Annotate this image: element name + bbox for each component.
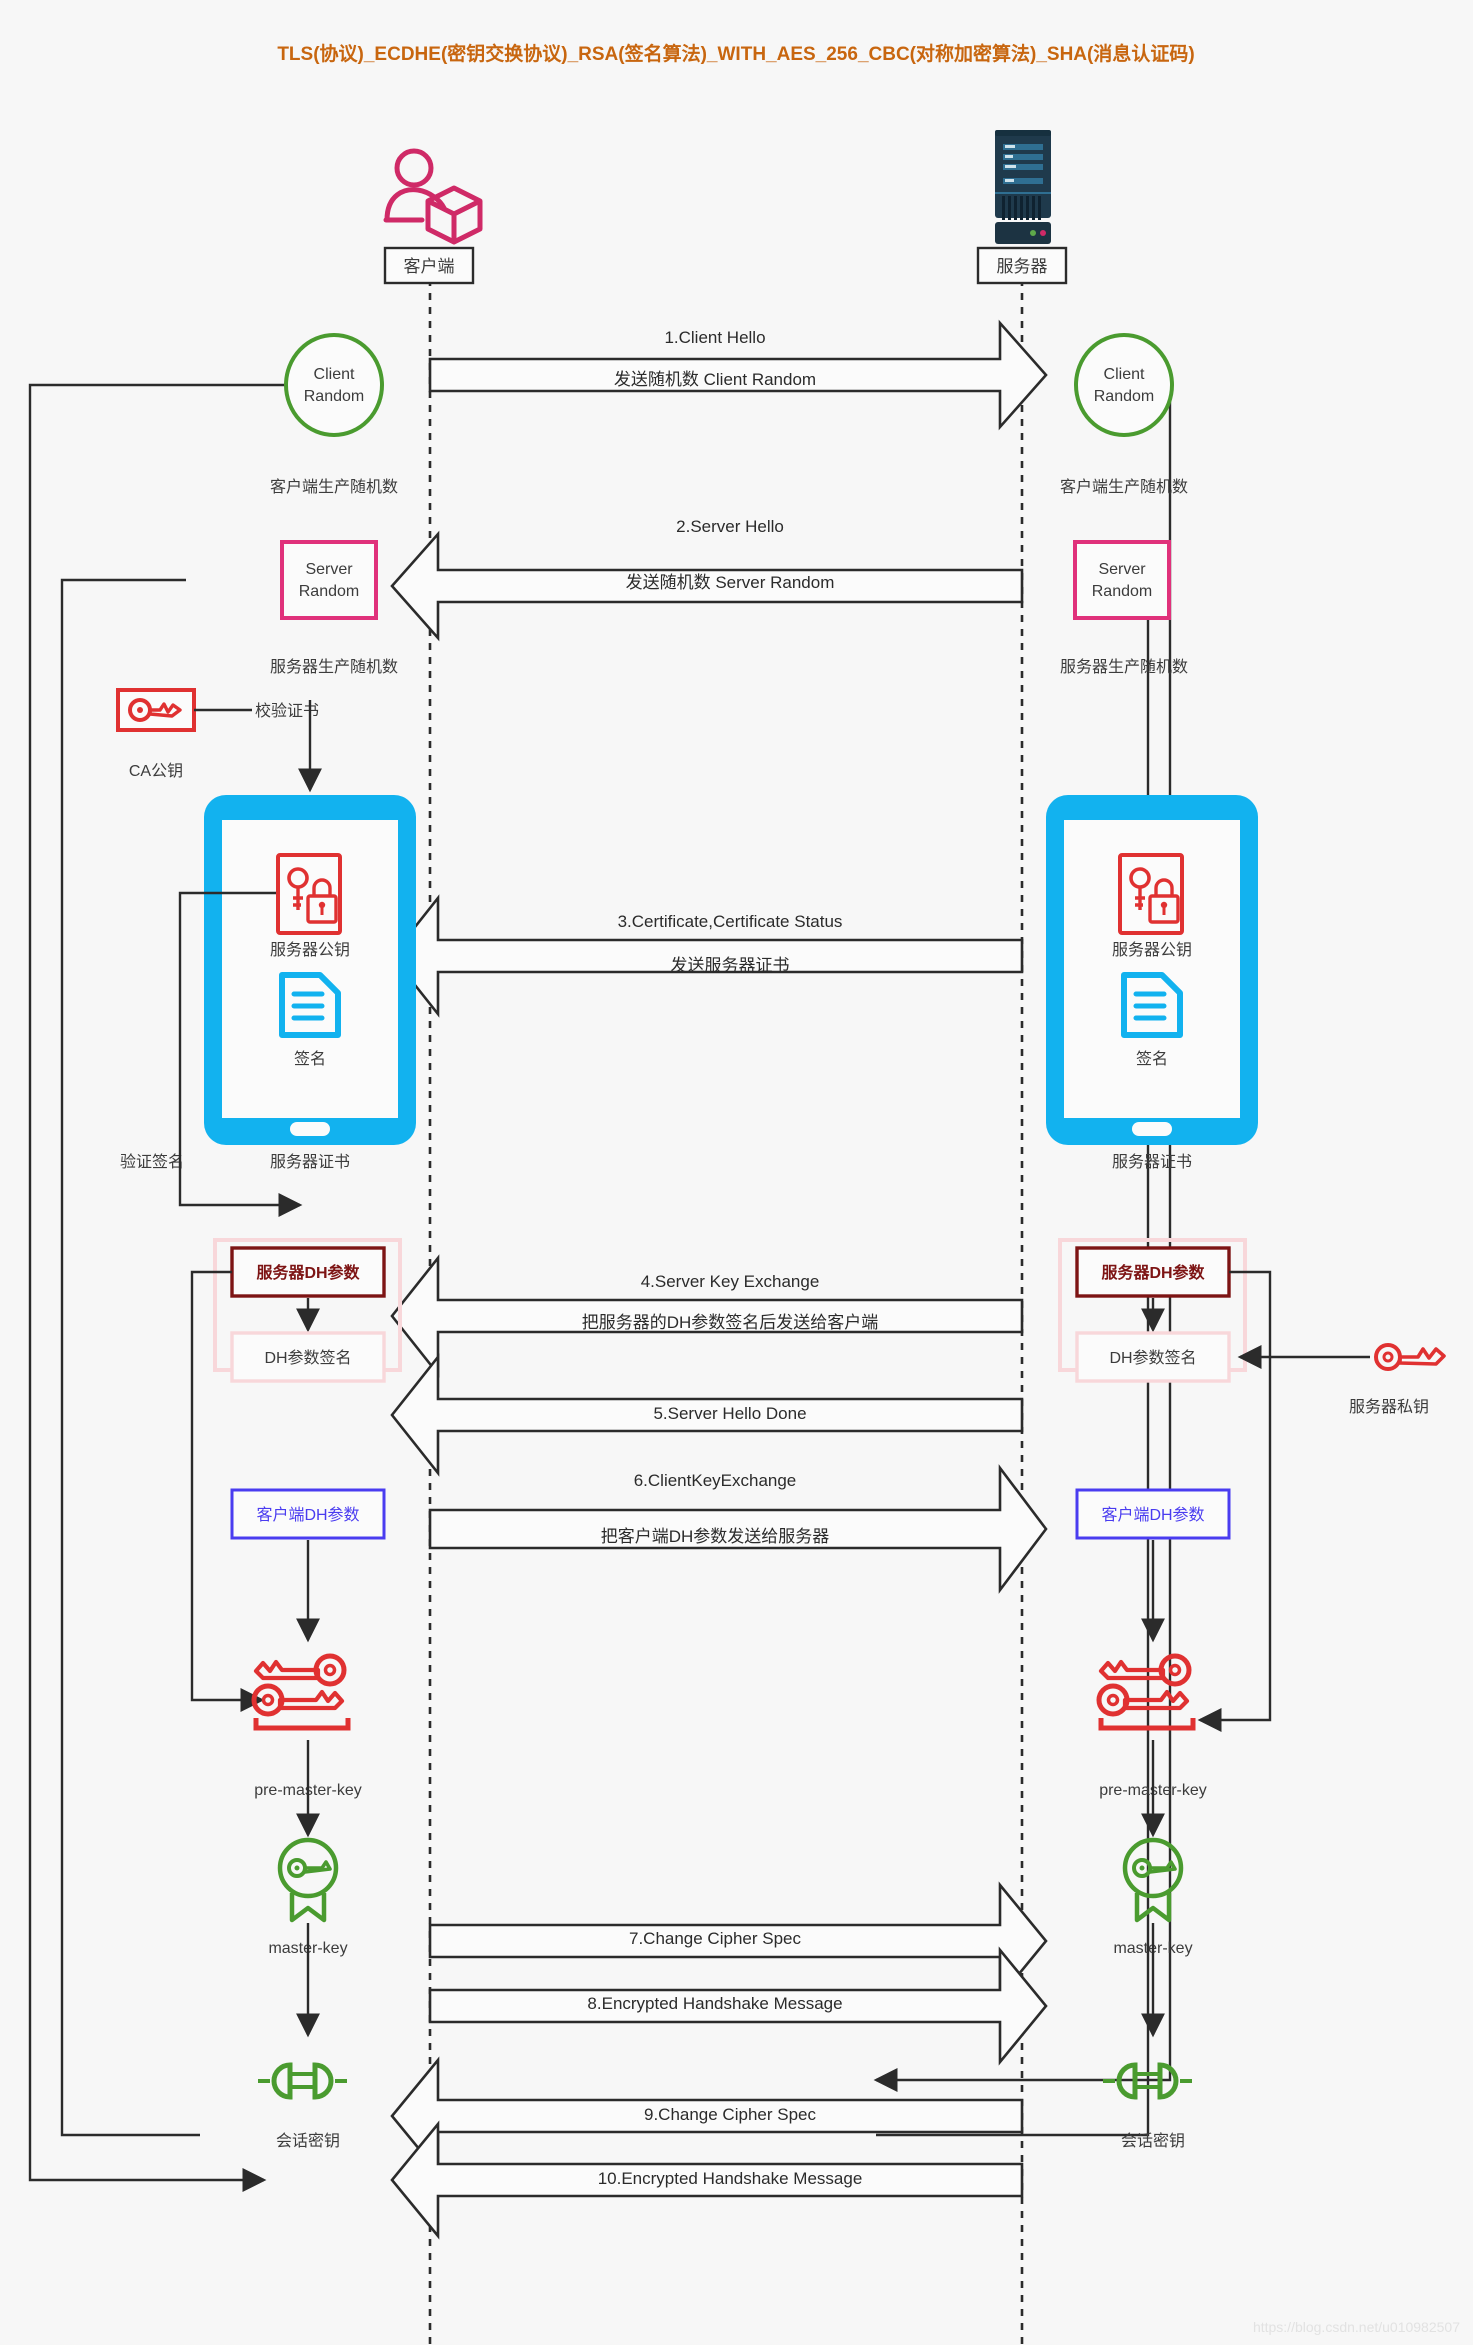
message-arrow-group: 1.Client Hello 发送随机数 Client Random 2.Serve…: [390, 319, 1048, 2240]
server-private-key-caption: 服务器私钥: [1349, 1398, 1429, 1416]
client-icon: [383, 148, 483, 245]
message-subtitle-6: 把客户端DH参数发送给服务器: [601, 1527, 830, 1546]
server-dh-param-box-right: [1075, 1246, 1231, 1298]
message-title-3: 3.Certificate,Certificate Status: [618, 912, 843, 931]
client-clientrandom-connector: [28, 383, 336, 2192]
client-dh-param-box-right: [1075, 1488, 1231, 1540]
client-random-left-line1: Client: [314, 366, 355, 383]
server-pubkey-label-right: 服务器公钥: [1112, 941, 1192, 959]
server-random-right-caption: 服务器生产随机数: [1060, 658, 1188, 676]
dh-left-to-premaster-connector: [190, 1270, 265, 1712]
ca-key-edge-label: 校验证书: [255, 702, 319, 720]
client-dh-param-label-left: 客户端DH参数: [256, 1506, 359, 1524]
pre-master-key-icon-left: [251, 1653, 351, 1731]
server-pubkey-label-left: 服务器公钥: [270, 941, 350, 959]
client-random-right-shape: [1074, 333, 1174, 437]
certificate-caption-right: 服务器证书: [1112, 1153, 1192, 1171]
server-random-left-line1: Server: [305, 561, 353, 578]
message-subtitle-1: 发送随机数 Client Random: [614, 370, 816, 389]
client-random-right-line1: Client: [1104, 366, 1145, 383]
session-key-icon-right: [1103, 2062, 1192, 2100]
session-key-icon-left: [258, 2062, 347, 2100]
server-actor-box: [976, 246, 1068, 285]
client-random-left-caption: 客户端生产随机数: [270, 478, 398, 496]
certificate-caption-left: 服务器证书: [270, 1153, 350, 1171]
session-key-caption-left: 会话密钥: [276, 2132, 340, 2150]
message-title-10: 10.Encrypted Handshake Message: [598, 2169, 863, 2188]
client-actor-label: 客户端: [404, 257, 455, 276]
message-arrow-10: [390, 2120, 1024, 2240]
message-title-7: 7.Change Cipher Spec: [629, 1929, 802, 1948]
server-pubkey-icon-left: [276, 853, 342, 935]
verify-signature-label: 验证签名: [120, 1153, 184, 1171]
message-title-9: 9.Change Cipher Spec: [644, 2105, 817, 2124]
watermark: https://blog.csdn.net/u010982507: [1253, 2319, 1460, 2335]
message-arrow-6: [428, 1464, 1048, 1594]
server-random-left-caption: 服务器生产随机数: [270, 658, 398, 676]
certificate-left: [204, 795, 416, 1145]
message-arrow-8: [428, 1946, 1048, 2066]
client-random-right-line2: Random: [1094, 388, 1154, 405]
message-title-4: 4.Server Key Exchange: [641, 1272, 820, 1291]
client-actor-box: [383, 246, 475, 285]
server-icon: [995, 130, 1051, 244]
message-subtitle-2: 发送随机数 Server Random: [626, 573, 835, 592]
server-dh-param-label-left: 服务器DH参数: [256, 1263, 360, 1282]
client-dh-param-box-left: [230, 1488, 386, 1540]
message-arrow-1: [428, 319, 1048, 431]
server-random-left-shape: [280, 540, 378, 620]
server-random-left-line2: Random: [299, 583, 359, 600]
dh-param-sign-box-right: [1075, 1331, 1231, 1383]
ca-public-key-caption: CA公钥: [129, 762, 183, 780]
server-pubkey-icon-right: [1118, 853, 1184, 935]
message-title-1: 1.Client Hello: [664, 328, 765, 347]
signature-icon-right: [1121, 972, 1183, 1038]
dh-param-sign-box-left: [230, 1331, 386, 1383]
message-arrow-9: [390, 2056, 1024, 2176]
message-arrow-7: [428, 1881, 1048, 2001]
message-title-6: 6.ClientKeyExchange: [634, 1471, 797, 1490]
message-arrow-2: [390, 530, 1024, 642]
master-key-icon-right: [1122, 1837, 1184, 1923]
page-title: TLS(协议)_ECDHE(密钥交换协议)_RSA(签名算法)_WITH_AES…: [277, 42, 1194, 65]
ca-public-key-icon: [116, 688, 196, 732]
message-subtitle-3: 发送服务器证书: [671, 956, 790, 975]
server-random-right-line1: Server: [1098, 561, 1146, 578]
message-title-5: 5.Server Hello Done: [653, 1404, 806, 1423]
dh-right-to-premaster-connector: [1197, 1270, 1272, 1732]
verify-signature-connector: [178, 891, 303, 1217]
client-random-left-line2: Random: [304, 388, 364, 405]
message-arrow-4: [390, 1254, 1024, 1378]
signature-label-left: 签名: [294, 1050, 326, 1068]
client-random-left-shape: [284, 333, 384, 437]
dh-param-sign-label-left: DH参数签名: [264, 1349, 351, 1367]
certificate-right: [1046, 795, 1258, 1145]
master-key-icon-left: [277, 1837, 339, 1923]
server-random-right-line2: Random: [1092, 583, 1152, 600]
message-subtitle-4: 把服务器的DH参数签名后发送给客户端: [582, 1313, 879, 1332]
client-dh-param-label-right: 客户端DH参数: [1101, 1506, 1204, 1524]
client-random-right-caption: 客户端生产随机数: [1060, 478, 1188, 496]
signature-icon-left: [279, 972, 341, 1038]
server-dh-param-label-right: 服务器DH参数: [1101, 1263, 1205, 1282]
message-title-2: 2.Server Hello: [676, 517, 784, 536]
message-arrow-5: [390, 1353, 1024, 1477]
message-title-8: 8.Encrypted Handshake Message: [587, 1994, 842, 2013]
server-actor-label: 服务器: [997, 257, 1048, 276]
session-key-caption-right: 会话密钥: [1121, 2132, 1185, 2150]
dh-param-sign-label-right: DH参数签名: [1109, 1349, 1196, 1367]
server-random-right-shape: [1073, 540, 1171, 620]
client-serverrandom-connector: [60, 578, 200, 2137]
pre-master-key-icon-right: [1096, 1653, 1196, 1731]
server-private-key-icon: [1374, 1343, 1446, 1371]
signature-label-right: 签名: [1136, 1050, 1168, 1068]
